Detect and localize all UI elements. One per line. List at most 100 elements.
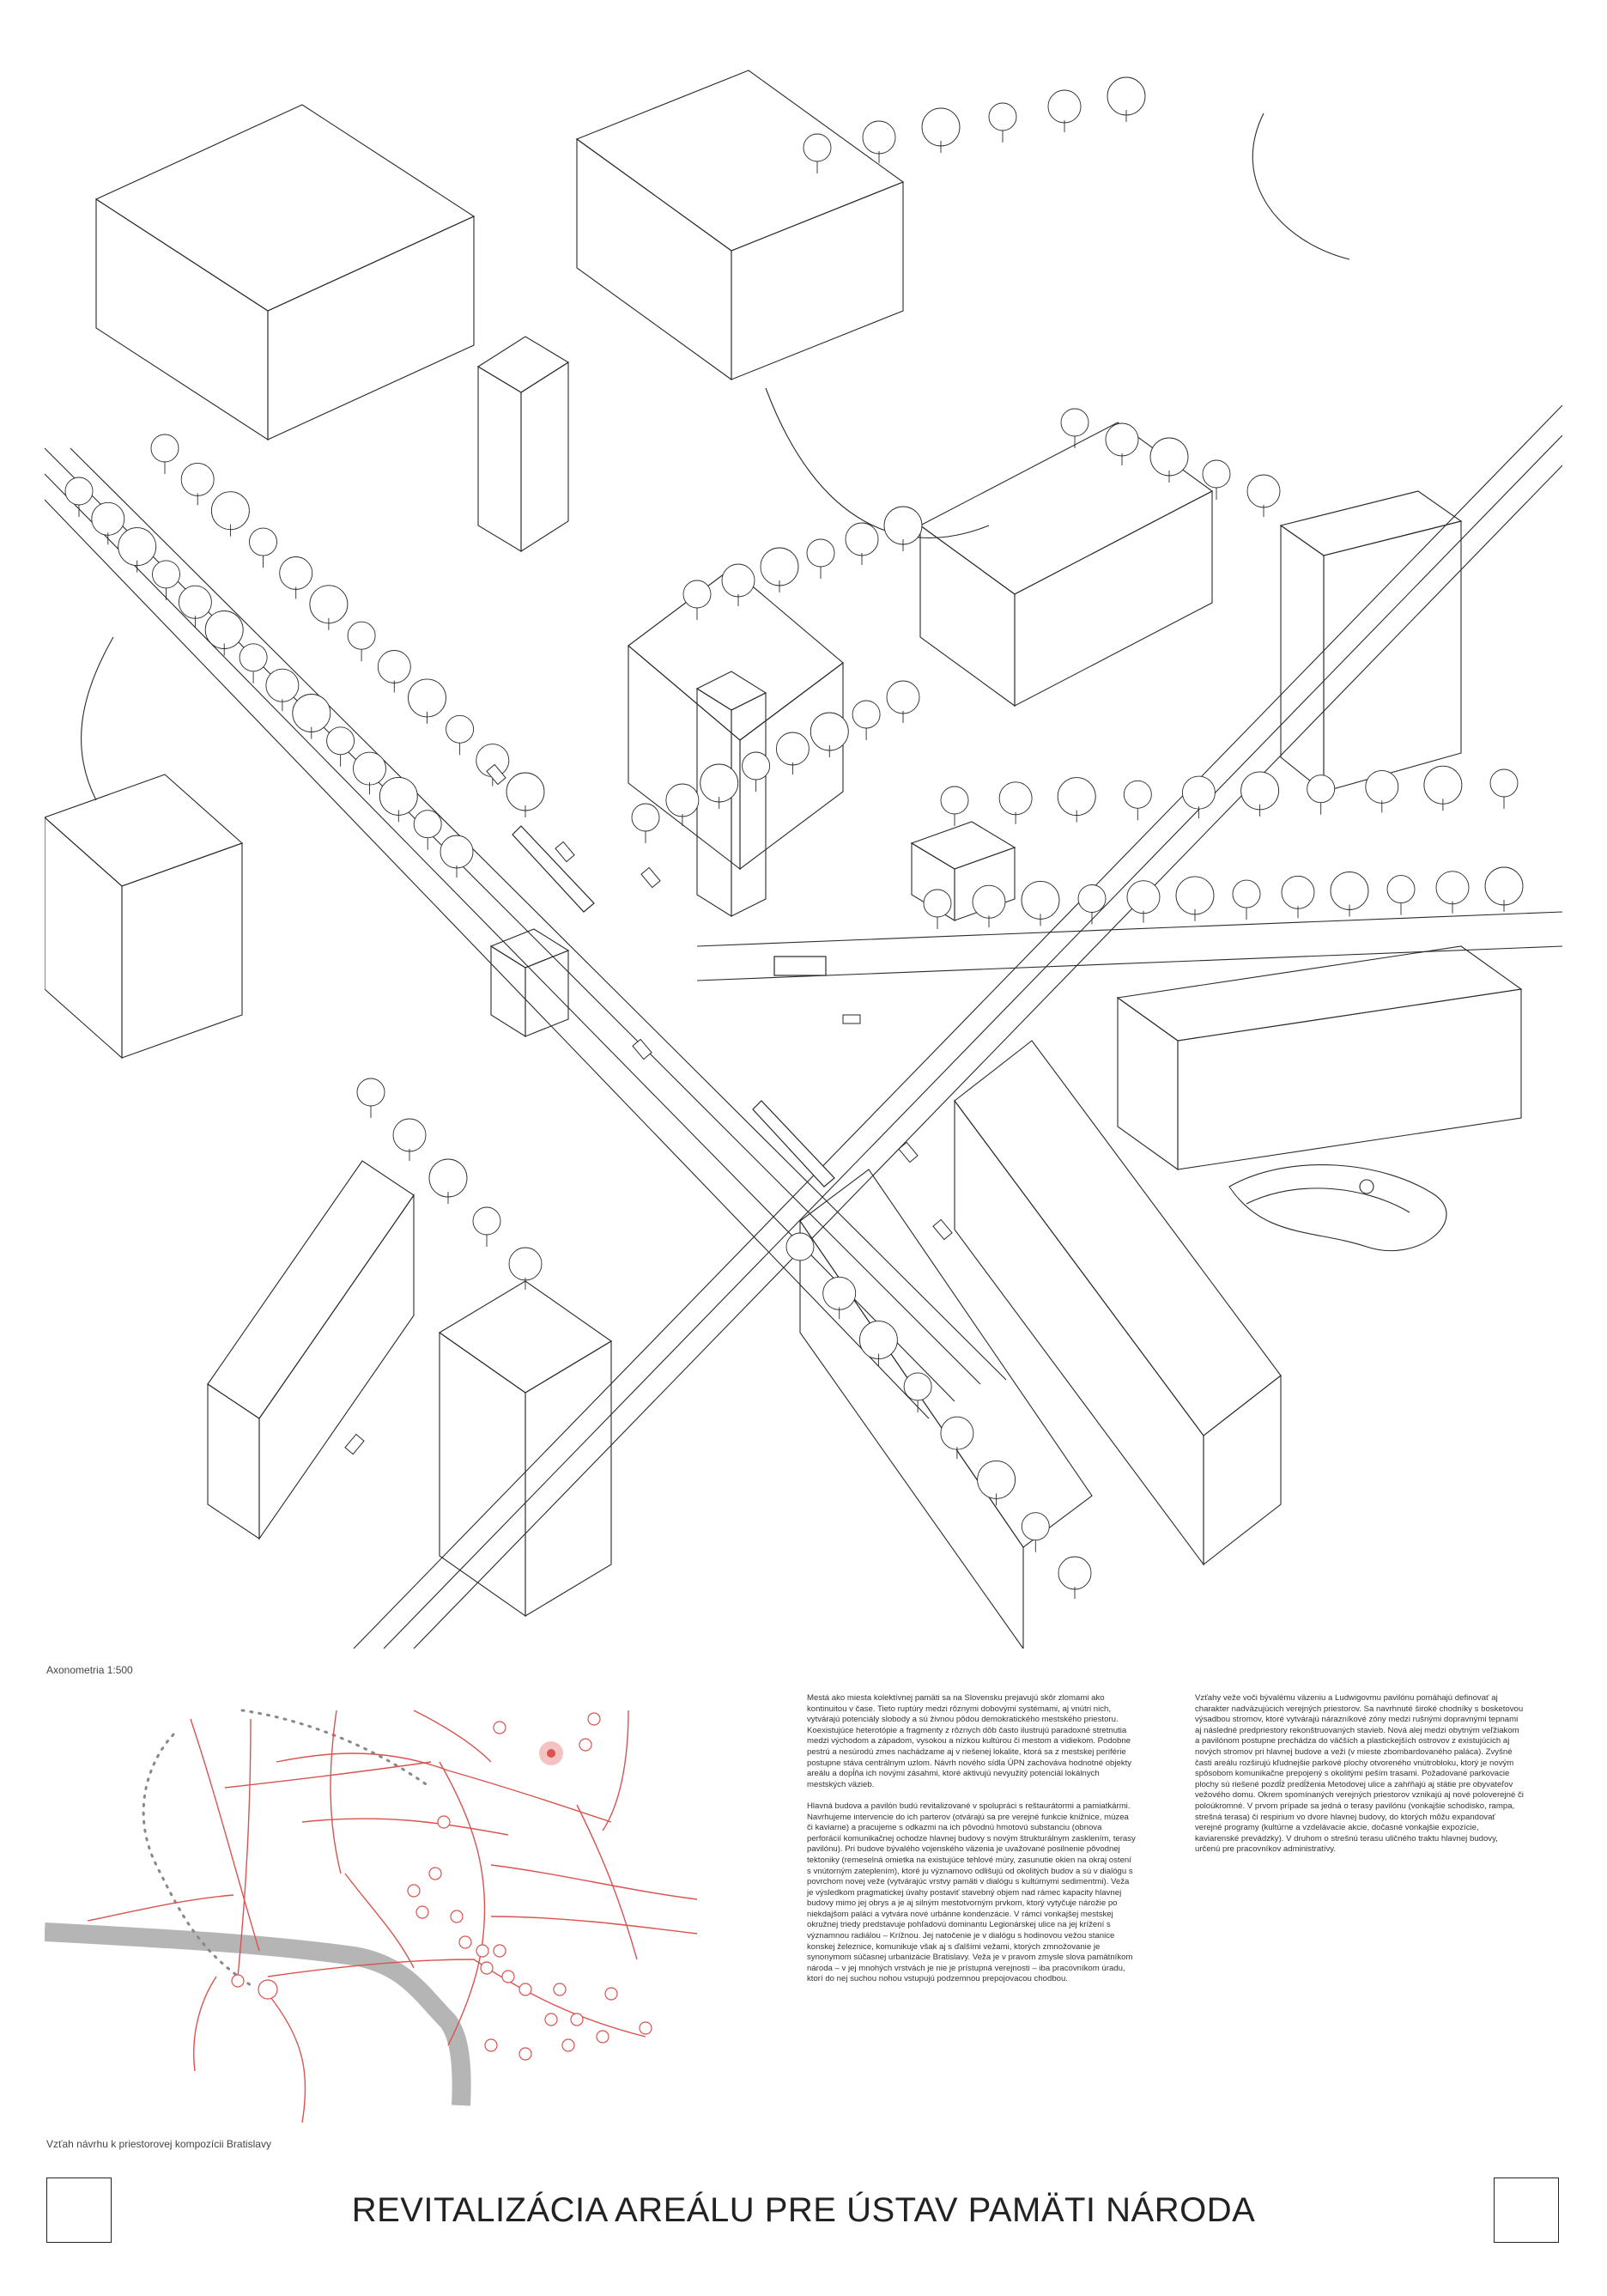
tree-icon: [972, 884, 1006, 919]
landmark-circle-icon: [437, 1815, 451, 1829]
trees-group: [64, 76, 1524, 1599]
tree-icon: [440, 835, 474, 869]
landmark-circle-icon: [587, 1712, 601, 1726]
tree-icon: [1307, 774, 1336, 804]
clock-tower-building: [489, 928, 570, 1037]
tree-icon: [64, 477, 94, 506]
tree-icon: [150, 434, 179, 463]
landmark-circle-icon: [518, 1983, 532, 1996]
tree-icon: [998, 781, 1033, 816]
tram-icon: [512, 825, 595, 913]
landmark-circle-icon: [639, 2021, 652, 2035]
tree-icon: [940, 786, 969, 815]
car-icon: [640, 866, 661, 889]
long-building-lower-center: [799, 1169, 1093, 1649]
tree-icon: [631, 803, 660, 832]
tree-icon: [886, 680, 920, 714]
landmark-circle-icon: [501, 1970, 515, 1983]
car-icon: [486, 763, 506, 786]
tree-icon: [810, 712, 849, 751]
main-building-courtyard: [628, 568, 844, 871]
tree-icon: [977, 1460, 1016, 1499]
landmark-circle-icon: [476, 1944, 489, 1958]
landmark-circle-icon: [428, 1867, 442, 1880]
tree-icon: [1126, 880, 1161, 914]
tree-icon: [249, 527, 277, 556]
tree-icon: [1365, 769, 1399, 804]
building-block-top-center: [575, 70, 905, 381]
tree-icon: [279, 556, 313, 590]
tree-icon: [803, 133, 832, 162]
tree-icon: [152, 560, 180, 589]
tree-icon: [210, 491, 250, 531]
landmark-circle-icon: [544, 2013, 558, 2026]
car-icon: [898, 1141, 919, 1163]
tree-icon: [1077, 884, 1107, 913]
new-tower: [695, 671, 767, 917]
tree-icon: [883, 506, 923, 545]
tree-icon: [806, 538, 835, 568]
tree-icon: [775, 732, 810, 766]
tree-icon: [862, 120, 896, 155]
tall-slab-right: [1279, 490, 1463, 793]
tree-icon: [1281, 875, 1315, 909]
tree-icon: [682, 580, 712, 609]
landmark-circle-icon: [258, 1979, 278, 2000]
landmark-circle-icon: [561, 2038, 575, 2052]
landmark-circle-icon: [518, 2047, 532, 2061]
car-icon: [555, 841, 575, 863]
tree-icon: [408, 678, 446, 718]
tree-icon: [379, 776, 418, 816]
paragraph: Mestá ako miesta kolektívnej pamäti sa n…: [807, 1693, 1132, 1789]
tree-icon: [940, 1416, 974, 1450]
car-icon: [344, 1433, 365, 1455]
landmark-circle-icon: [553, 1983, 567, 1996]
tree-icon: [1058, 1556, 1092, 1590]
building-tower-center: [476, 336, 570, 553]
tree-icon: [1021, 880, 1060, 920]
tree-icon: [392, 1118, 427, 1152]
tram-icon: [752, 1100, 835, 1187]
tree-icon: [1047, 89, 1082, 124]
tree-icon: [1060, 408, 1089, 437]
tree-icon: [1057, 777, 1096, 817]
tree-icon: [1202, 459, 1231, 489]
tree-icon: [1489, 768, 1519, 798]
tree-icon: [1123, 780, 1152, 809]
landmark-circle-icon: [415, 1905, 429, 1919]
tree-icon: [858, 1321, 898, 1360]
landmark-circle-icon: [493, 1944, 506, 1958]
tree-icon: [347, 621, 376, 650]
spatial-composition-map: [45, 1709, 698, 2123]
tree-icon: [1386, 875, 1416, 904]
former-prison: [1116, 945, 1523, 1171]
frame-square-right: [1494, 2178, 1559, 2243]
tree-icon: [785, 1232, 815, 1261]
tree-icon: [1232, 879, 1261, 908]
tree-icon: [760, 547, 799, 586]
tree-icon: [508, 1247, 543, 1281]
tree-icon: [353, 751, 386, 786]
car-icon: [842, 1014, 861, 1024]
tree-icon: [1021, 1512, 1050, 1541]
tree-icon: [326, 726, 355, 756]
site-marker-icon: [547, 1749, 555, 1758]
building-left-mid: [45, 774, 244, 1060]
tree-icon: [239, 643, 268, 672]
tree-icon: [1246, 474, 1281, 508]
tree-icon: [506, 772, 545, 811]
landmark-circle-icon: [480, 1961, 494, 1975]
tree-icon: [822, 1276, 857, 1310]
tree-icon: [472, 1206, 501, 1236]
bus-icon: [773, 956, 827, 976]
car-icon: [932, 1218, 953, 1241]
axonometry-caption: Axonometria 1:500: [46, 1664, 133, 1676]
pavilion: [910, 821, 1016, 921]
building-lower-left: [207, 1160, 415, 1540]
cross-street: [353, 404, 1562, 1649]
tree-icon: [1149, 437, 1189, 477]
tree-icon: [1435, 871, 1470, 905]
river: [45, 1922, 471, 2106]
tree-icon: [1330, 872, 1369, 910]
tree-icon: [91, 501, 125, 536]
